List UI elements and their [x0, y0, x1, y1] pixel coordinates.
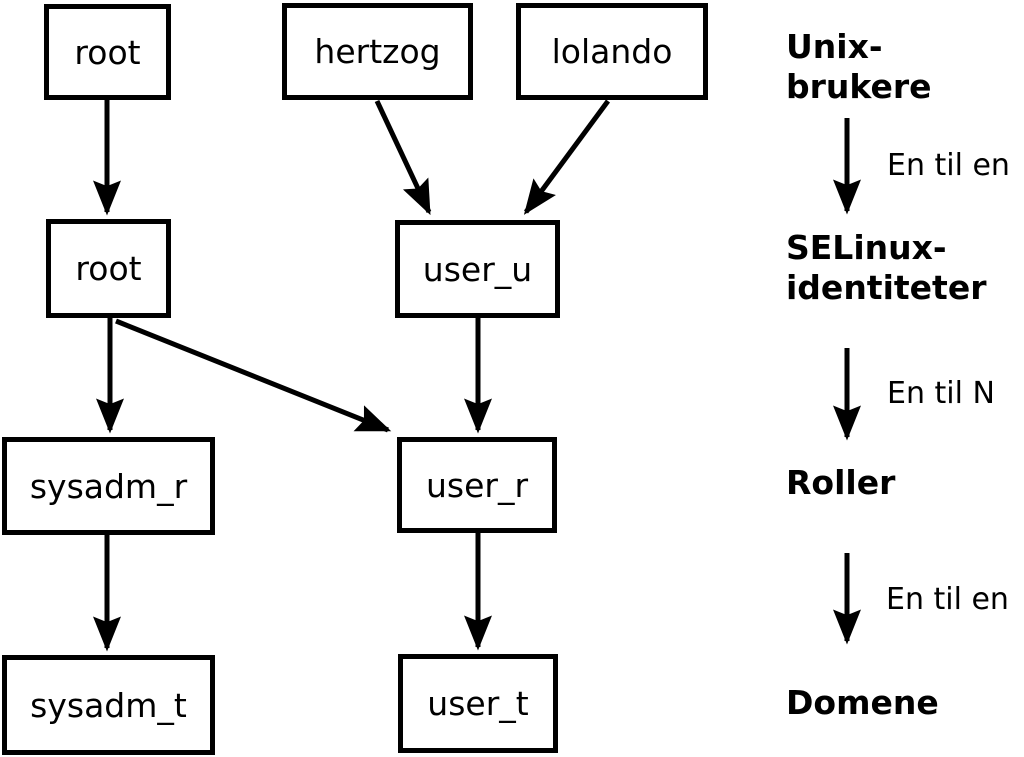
node-selinux-identity-user-u: user_u	[395, 220, 560, 318]
node-label: hertzog	[314, 32, 441, 71]
node-label: lolando	[551, 32, 673, 71]
node-role-user-r: user_r	[397, 437, 557, 533]
node-domain-user-t: user_t	[398, 654, 558, 753]
legend-level-domene: Domene	[786, 683, 939, 722]
node-label: root	[75, 249, 142, 288]
node-unix-user-root: root	[44, 4, 171, 100]
edge-hertzog-to-useru	[374, 99, 432, 216]
legend-relation-en-til-n: En til N	[887, 376, 995, 411]
node-label: user_t	[427, 684, 529, 723]
node-label: sysadm_t	[30, 685, 187, 725]
node-unix-user-lolando: lolando	[516, 3, 708, 100]
node-role-sysadm-r: sysadm_r	[2, 437, 215, 535]
node-label: user_u	[422, 249, 533, 289]
node-selinux-identity-root: root	[46, 219, 171, 318]
edge-lolando-to-useru	[523, 99, 611, 215]
node-unix-user-hertzog: hertzog	[282, 3, 473, 100]
node-label: user_r	[425, 465, 529, 505]
legend-level-selinux-identiteter: SELinux- identiteter	[786, 228, 987, 307]
legend-level-unix-brukere: Unix-brukere	[786, 27, 932, 106]
legend-level-roller: Roller	[786, 463, 896, 502]
node-label: root	[74, 32, 141, 72]
edge-selinuxroot-to-userr	[115, 318, 392, 433]
legend-relation-en-til-en-1: En til en	[887, 148, 1010, 183]
node-label: sysadm_r	[29, 466, 188, 506]
legend-relation-en-til-en-2: En til en	[886, 582, 1009, 617]
node-domain-sysadm-t: sysadm_t	[2, 655, 215, 755]
